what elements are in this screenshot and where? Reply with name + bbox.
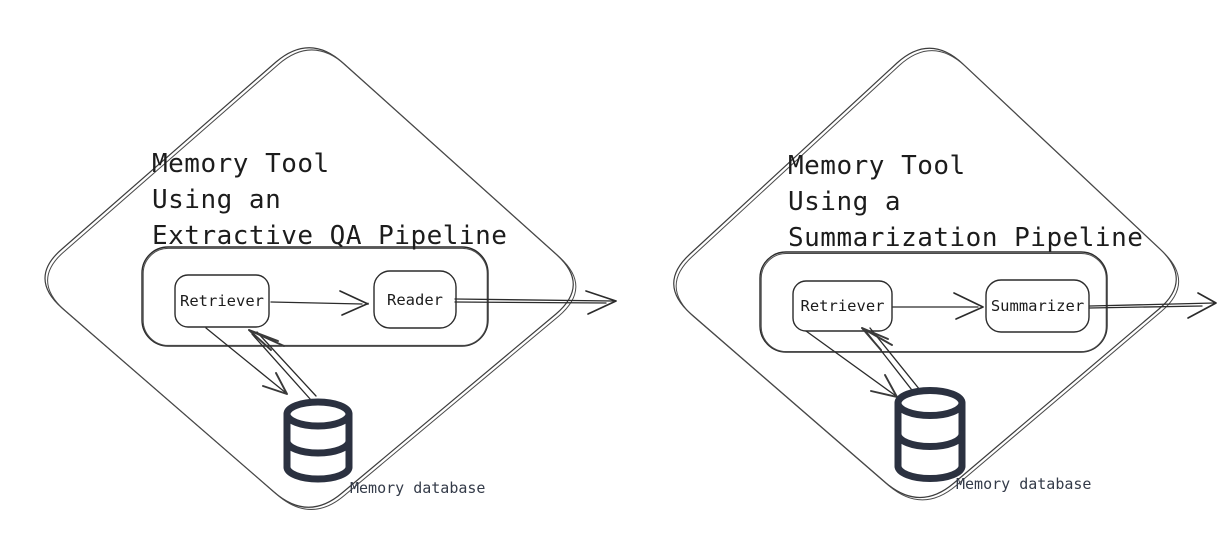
pipeline-box [141, 246, 489, 347]
arrow-pipeline-output [1089, 292, 1217, 319]
pipeline-box-sketch-pass [760, 253, 1107, 352]
title-line: Memory Tool [152, 149, 330, 179]
arrow-retriever-to-database [205, 327, 288, 395]
database-cylinder-icon [283, 398, 353, 483]
diamond-border-sketch-pass [47, 49, 577, 510]
arrow-retriever-to-summarizer [892, 292, 984, 320]
memory-database-label: Memory database [956, 475, 1092, 493]
summarization-title: Memory Tool Using a Summarization Pipeli… [788, 148, 1143, 256]
arrow-database-to-retriever [861, 327, 921, 395]
extractive-qa-title: Memory Tool Using an Extractive QA Pipel… [152, 146, 507, 254]
pipeline-box-sketch-pass [142, 247, 488, 346]
memory-database-label: Memory database [350, 479, 486, 497]
diamond-border [44, 47, 574, 508]
summarization-diagram [673, 47, 1217, 501]
retriever-box [174, 274, 270, 328]
title-line: Extractive QA Pipeline [152, 221, 508, 251]
summarizer-label: Summarizer [990, 297, 1085, 315]
extractive-qa-diagram [44, 47, 617, 510]
arrow-database-to-retriever [248, 329, 317, 401]
diamond-border [673, 47, 1177, 499]
summarizer-box [985, 279, 1090, 333]
reader-label: Reader [387, 290, 443, 309]
database-cylinder-icon [894, 387, 966, 482]
retriever-box [792, 280, 893, 332]
title-line: Using a [788, 187, 902, 217]
retriever-label: Retriever [180, 292, 264, 310]
arrow-retriever-to-reader [270, 290, 369, 316]
arrow-pipeline-output [454, 290, 617, 315]
title-line: Summarization Pipeline [788, 223, 1144, 253]
title-line: Using an [152, 185, 282, 215]
title-line: Memory Tool [788, 151, 966, 181]
retriever-label: Retriever [800, 297, 885, 315]
arrow-retriever-to-database [805, 330, 898, 398]
diamond-border-sketch-pass [675, 50, 1179, 501]
